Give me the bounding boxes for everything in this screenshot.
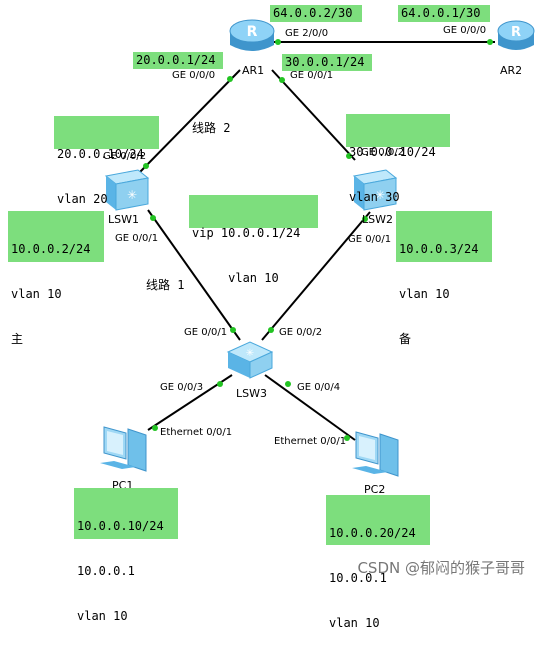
port-lsw1-ge001: GE 0/0/1	[115, 233, 159, 244]
port-lsw3-ge003: GE 0/0/3	[160, 382, 204, 393]
lsw1-role-master: 主	[11, 332, 24, 346]
link-lsw3-pc2	[264, 374, 356, 441]
lsw2-role-backup: 备	[399, 332, 412, 346]
port-lsw3-ge004: GE 0/0/4	[297, 382, 341, 393]
lsw1-vlan10-vlan: vlan 10	[11, 287, 62, 301]
vrrp-vip-config: vip 10.0.0.1/24 vlan 10	[189, 195, 318, 285]
port-lsw3-ge002: GE 0/0/2	[279, 327, 323, 338]
svg-text:✳: ✳	[246, 348, 254, 359]
router-ar2-icon[interactable]: R	[496, 17, 536, 59]
pc1-gateway: 10.0.0.1	[77, 564, 135, 578]
lsw1-uplink-vlan: vlan 20	[57, 192, 108, 206]
pc1-icon[interactable]	[96, 423, 156, 475]
port-lsw2-ge001: GE 0/0/1	[348, 234, 392, 245]
device-name-pc2: PC2	[364, 483, 386, 496]
device-name-lsw3: LSW3	[236, 387, 267, 400]
lsw1-vlan10-config: 10.0.0.2/24 vlan 10 主	[8, 211, 104, 346]
pc2-gateway: 10.0.0.1	[329, 571, 387, 585]
lsw1-vlan10-ip: 10.0.0.2/24	[11, 242, 91, 256]
svg-text:✳: ✳	[127, 188, 137, 202]
pc2-icon[interactable]	[348, 428, 408, 480]
ar1-wan-address: 64.0.0.2/30	[270, 5, 362, 22]
port-pc1-eth: Ethernet 0/0/1	[160, 427, 233, 438]
lsw2-vlan10-ip: 10.0.0.3/24	[399, 242, 479, 256]
link-endpoints	[143, 39, 493, 441]
link-label-line2: 线路 2	[192, 121, 231, 135]
port-lsw2-ge002: GE 0/0/2	[361, 147, 405, 158]
router-ar1-icon[interactable]: R	[228, 17, 276, 59]
lsw1-uplink-ip: 20.0.0.10/24	[57, 147, 144, 161]
link-ar1-lsw1	[139, 69, 241, 173]
pc2-config: 10.0.0.20/24 10.0.0.1 vlan 10	[326, 495, 430, 630]
ar2-wan-address: 64.0.0.1/30	[398, 5, 490, 22]
device-name-lsw2: LSW2	[362, 213, 393, 226]
device-name-ar2: AR2	[500, 64, 523, 77]
link-label-line1: 线路 1	[146, 278, 185, 292]
pc1-vlan: vlan 10	[77, 609, 128, 623]
switch-lsw3-icon[interactable]: ✳	[226, 338, 274, 380]
ar1-g1-address: 30.0.0.1/24	[282, 54, 372, 71]
device-name-ar1: AR1	[242, 64, 265, 77]
pc1-config: 10.0.0.10/24 10.0.0.1 vlan 10	[74, 488, 178, 623]
svg-text:R: R	[247, 24, 258, 40]
pc2-ip: 10.0.0.20/24	[329, 526, 416, 540]
lsw2-uplink-ip: 30.0.0.10/24	[349, 145, 436, 159]
pc2-vlan: vlan 10	[329, 616, 380, 630]
lsw1-uplink-config: 20.0.0.10/24 vlan 20	[54, 116, 159, 206]
link-ar1-lsw2	[271, 69, 356, 161]
vip-address: vip 10.0.0.1/24	[192, 226, 301, 240]
topology-links	[139, 39, 495, 441]
watermark: CSDN @郁闷的猴子哥哥	[357, 559, 525, 577]
svg-text:R: R	[511, 25, 521, 40]
pc1-ip: 10.0.0.10/24	[77, 519, 164, 533]
lsw2-uplink-vlan: vlan 30	[349, 190, 400, 204]
lsw2-vlan10-vlan: vlan 10	[399, 287, 450, 301]
link-lsw1-lsw3	[147, 209, 241, 341]
switch-lsw1-icon[interactable]: ✳	[104, 166, 150, 212]
port-ar1-ge000: GE 0/0/0	[172, 70, 216, 81]
link-lsw2-lsw3	[261, 211, 371, 341]
port-ar1-ge200: GE 2/0/0	[285, 28, 329, 39]
port-ar2-ge000: GE 0/0/0	[443, 25, 487, 36]
lsw2-uplink-config: 30.0.0.10/24 vlan 30	[346, 114, 450, 204]
ar1-g0-address: 20.0.0.1/24	[133, 52, 223, 69]
port-ar1-ge001: GE 0/0/1	[290, 70, 334, 81]
port-lsw1-ge002: GE 0/0/2	[103, 151, 147, 162]
vip-vlan: vlan 10	[192, 271, 279, 285]
lsw2-vlan10-config: 10.0.0.3/24 vlan 10 备	[396, 211, 492, 346]
svg-text:✳: ✳	[375, 188, 385, 202]
switch-lsw2-icon[interactable]: ✳	[352, 166, 398, 212]
port-lsw3-ge001: GE 0/0/1	[184, 327, 228, 338]
device-name-lsw1: LSW1	[108, 213, 139, 226]
port-pc2-eth: Ethernet 0/0/1	[274, 436, 347, 447]
